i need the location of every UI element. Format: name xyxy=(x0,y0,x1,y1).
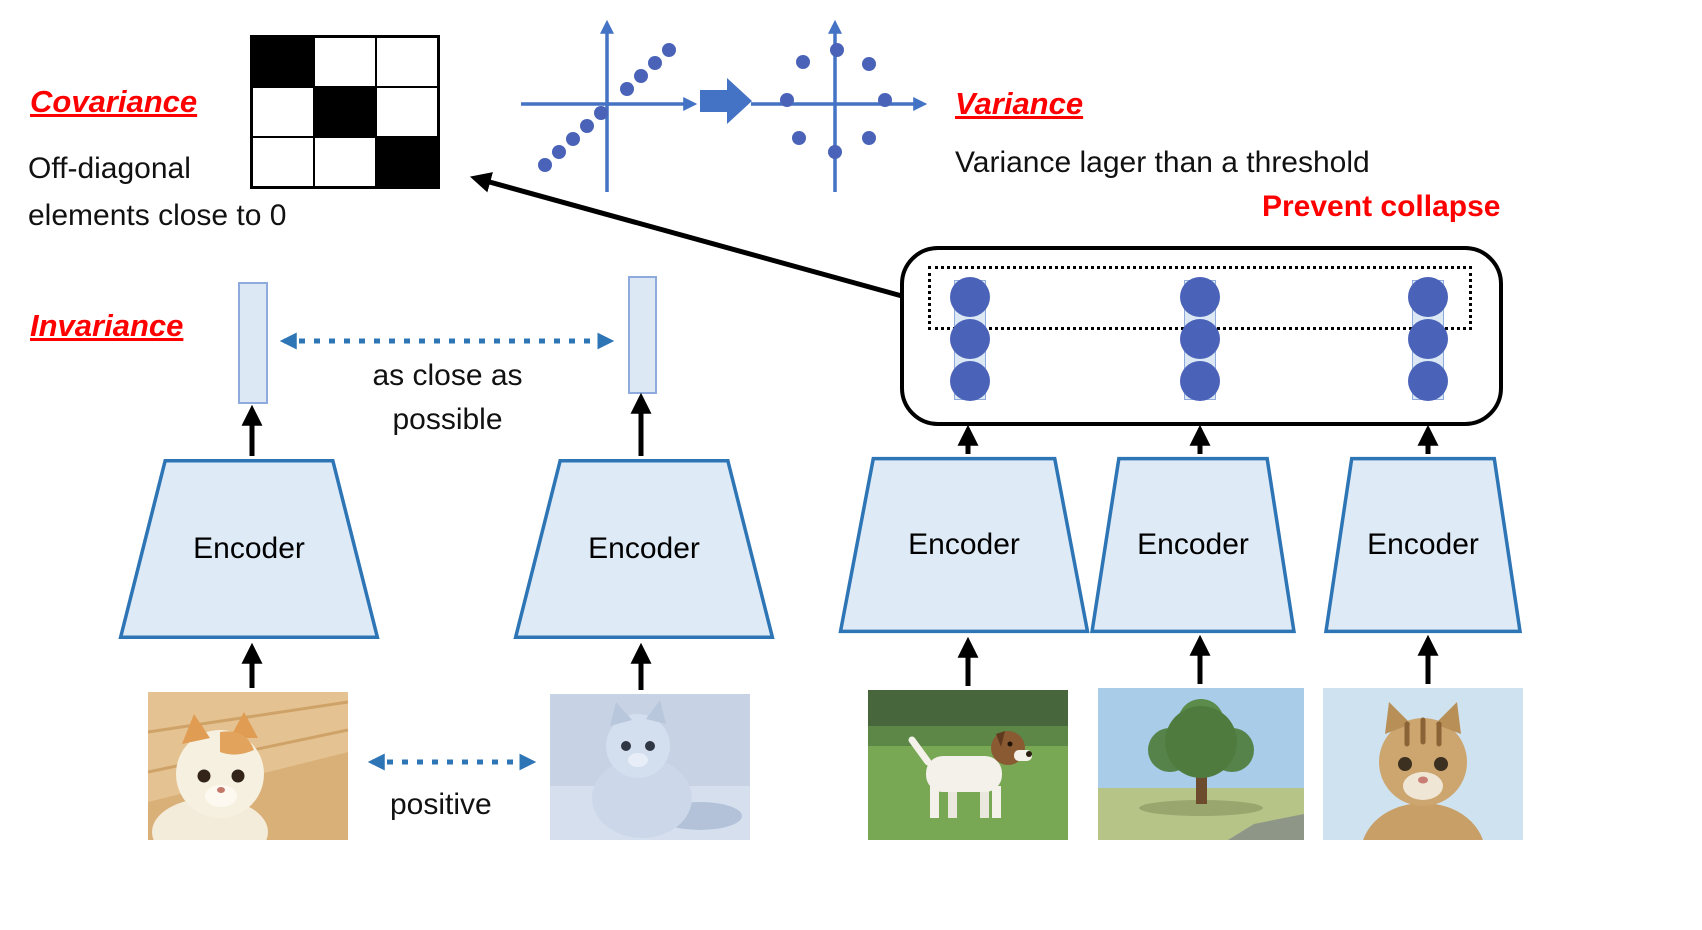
encoder-block-5: Encoder xyxy=(1324,456,1522,634)
invariance-title: Invariance xyxy=(30,308,184,343)
matrix-cell xyxy=(252,137,314,187)
embedding-stack xyxy=(950,277,990,403)
embedding-dim-dot xyxy=(1180,319,1220,359)
variance-title: Variance xyxy=(955,86,1084,121)
embedding-dim-dot xyxy=(950,277,990,317)
embedding-vector-2 xyxy=(628,276,657,394)
covariance-title: Covariance xyxy=(30,84,198,119)
input-photo-tabby-cat xyxy=(1323,688,1523,840)
covariance-desc-line2: elements close to 0 xyxy=(28,198,287,232)
encoder-label: Encoder xyxy=(193,532,305,565)
matrix-cell xyxy=(314,87,376,137)
close-line1: as close as xyxy=(372,359,523,392)
encoder-label: Encoder xyxy=(1367,528,1479,561)
covariance-matrix xyxy=(250,35,440,189)
embedding-dim-dot xyxy=(1180,361,1220,401)
embedding-vector-1 xyxy=(238,282,268,404)
transform-block-arrow-icon xyxy=(700,78,752,124)
covariance-description: Off-diagonal elements close to 0 xyxy=(28,146,286,239)
embedding-dim-dot xyxy=(950,361,990,401)
matrix-cell xyxy=(376,87,438,137)
spread-dots xyxy=(780,43,892,159)
collapsed-embedding-scatter xyxy=(521,19,698,192)
embedding-dim-dot xyxy=(1408,361,1448,401)
embedding-dim-dot xyxy=(950,319,990,359)
close-line2: possible xyxy=(392,402,503,436)
matrix-cell xyxy=(252,87,314,137)
encoder-block-2: Encoder xyxy=(513,458,775,640)
encoder-label: Encoder xyxy=(1137,528,1249,561)
embedding-stack xyxy=(1180,277,1220,403)
matrix-cell xyxy=(314,37,376,87)
embedding-stack xyxy=(1408,277,1448,403)
embedding-dim-dot xyxy=(1408,277,1448,317)
variance-description: Variance lager than a threshold xyxy=(955,146,1370,179)
encoder-block-4: Encoder xyxy=(1090,456,1296,634)
input-photo-dog xyxy=(868,690,1068,840)
matrix-cell xyxy=(252,37,314,87)
matrix-cell xyxy=(376,37,438,87)
encoder-block-3: Encoder xyxy=(838,456,1090,634)
input-photo-cat-augmented xyxy=(550,694,750,840)
collapsed-dots xyxy=(538,43,676,172)
matrix-cell xyxy=(376,137,438,187)
matrix-cell xyxy=(314,137,376,187)
positive-pair-label: positive xyxy=(390,788,492,821)
embedding-dim-dot xyxy=(1408,319,1448,359)
embedding-dim-dot xyxy=(1180,277,1220,317)
input-photo-tree xyxy=(1098,688,1304,840)
encoder-block-1: Encoder xyxy=(118,458,380,640)
input-photo-cat-original xyxy=(148,692,348,840)
covariance-desc-line1: Off-diagonal xyxy=(28,152,191,185)
encoder-label: Encoder xyxy=(908,528,1020,561)
embedding-batch-container xyxy=(900,246,1503,426)
as-close-as-possible-label: as close as possible xyxy=(335,354,560,441)
prevent-collapse-label: Prevent collapse xyxy=(1262,190,1501,223)
encoder-label: Encoder xyxy=(588,532,700,565)
spread-embedding-scatter xyxy=(751,19,928,192)
